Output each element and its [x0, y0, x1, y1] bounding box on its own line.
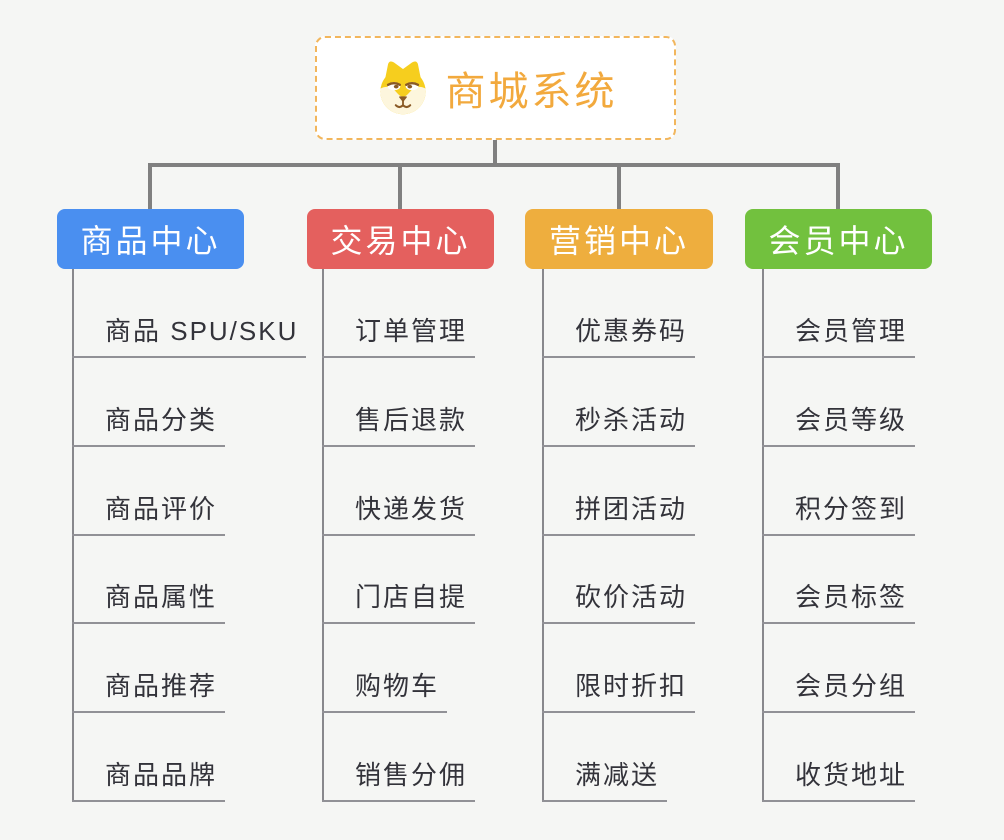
connector-drop-marketing: [617, 167, 621, 209]
leaf-topic[interactable]: 会员等级: [762, 405, 916, 447]
leaf-topic[interactable]: 售后退款: [322, 405, 476, 447]
leaf-topic[interactable]: 购物车: [322, 671, 448, 713]
leaf-topic[interactable]: 砍价活动: [542, 582, 696, 624]
leaf-topic[interactable]: 商品评价: [72, 494, 226, 536]
leaf-topic[interactable]: 会员分组: [762, 671, 916, 713]
leaf-topic[interactable]: 商品 SPU/SKU: [72, 316, 307, 358]
leaf-topic[interactable]: 商品推荐: [72, 671, 226, 713]
leaf-topic[interactable]: 会员管理: [762, 316, 916, 358]
leaf-topic[interactable]: 会员标签: [762, 582, 916, 624]
leaf-topic[interactable]: 收货地址: [762, 760, 916, 802]
root-node-mall-system[interactable]: 商城系统: [315, 36, 676, 140]
leaf-topic[interactable]: 秒杀活动: [542, 405, 696, 447]
leaf-topic[interactable]: 商品属性: [72, 582, 226, 624]
connector-horizontal-bar: [148, 163, 840, 167]
leaf-topic[interactable]: 积分签到: [762, 494, 916, 536]
leaf-topic[interactable]: 商品品牌: [72, 760, 226, 802]
branch-node-trade-center[interactable]: 交易中心: [307, 209, 494, 269]
leaf-topic[interactable]: 订单管理: [322, 316, 476, 358]
leaf-topic[interactable]: 门店自提: [322, 582, 476, 624]
connector-drop-trade: [398, 167, 402, 209]
leaf-topic[interactable]: 销售分佣: [322, 760, 476, 802]
leaf-topic[interactable]: 商品分类: [72, 405, 226, 447]
connector-root-stem: [493, 140, 497, 167]
branch-node-member-center[interactable]: 会员中心: [745, 209, 932, 269]
leaf-topic[interactable]: 满减送: [542, 760, 668, 802]
dog-face-icon: [374, 59, 432, 117]
leaf-topic[interactable]: 优惠券码: [542, 316, 696, 358]
leaf-topic[interactable]: 拼团活动: [542, 494, 696, 536]
branch-node-marketing-center[interactable]: 营销中心: [525, 209, 713, 269]
connector-drop-members: [836, 167, 840, 209]
branch-node-product-center[interactable]: 商品中心: [57, 209, 244, 269]
leaf-topic[interactable]: 限时折扣: [542, 671, 696, 713]
root-title: 商城系统: [445, 70, 618, 114]
connector-drop-products: [148, 167, 152, 209]
leaf-topic[interactable]: 快递发货: [322, 494, 476, 536]
